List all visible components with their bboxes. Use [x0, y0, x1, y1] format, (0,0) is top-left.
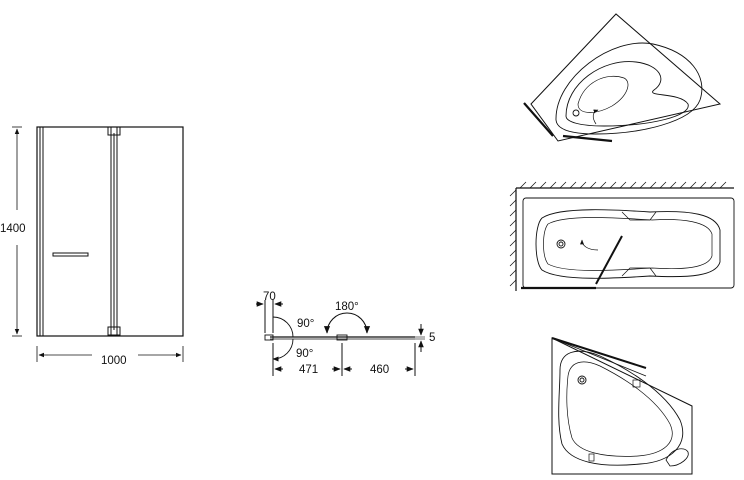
offset-label: 70	[263, 291, 276, 303]
hinge-point	[336, 334, 348, 341]
angle-fixed-label: 90°	[297, 318, 314, 330]
height-dimension	[12, 126, 22, 337]
front-view-screen	[36, 126, 184, 337]
angle-swing-label: 180°	[335, 301, 359, 313]
hinge-bottom	[107, 326, 121, 336]
corner-bath-plan	[551, 337, 693, 475]
width-dimension	[36, 346, 184, 362]
angle-lower-label: 90°	[296, 348, 313, 360]
screen-outline	[36, 126, 184, 337]
plan-view	[256, 300, 425, 376]
wall-fixing	[264, 334, 274, 341]
screen-line	[595, 235, 623, 285]
screen-line	[523, 102, 554, 137]
swing-width-label: 460	[370, 364, 389, 376]
towel-bar	[52, 252, 89, 257]
hinge-top	[107, 126, 121, 136]
width-label: 1000	[101, 355, 127, 367]
rectangular-bath-with-screen	[509, 181, 735, 291]
corner-bath-with-screen	[523, 13, 722, 143]
fixed-width-label: 471	[299, 364, 318, 376]
screen-line	[551, 337, 647, 369]
thickness-label: 5	[429, 332, 435, 344]
height-label: 1400	[0, 223, 26, 235]
